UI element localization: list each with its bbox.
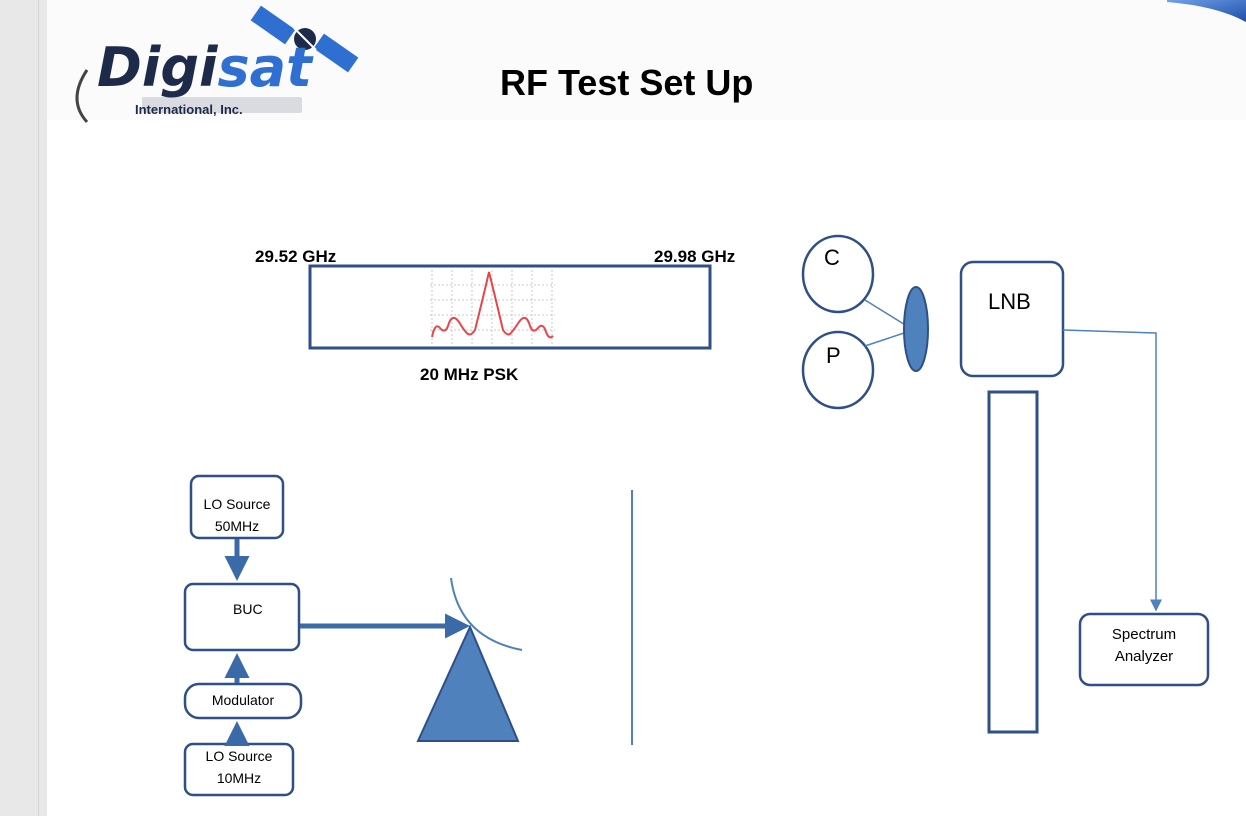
- satellite-icon: [250, 5, 359, 73]
- modulator-box: [183, 682, 303, 720]
- antenna-reflector: [450, 577, 523, 651]
- lo-source-top-box: [189, 474, 285, 540]
- spectrum-box: [308, 264, 712, 350]
- logo-sat: sat: [217, 36, 312, 99]
- slide-sorter-panel: [0, 0, 47, 816]
- header-band: [47, 0, 1246, 120]
- probe-p-label: P: [826, 343, 841, 368]
- freq-right-label: 29.98 GHz: [654, 247, 736, 266]
- logo-tagline: International, Inc.: [135, 102, 243, 117]
- buc-label: BUC: [233, 601, 263, 617]
- logo-bar: [142, 97, 302, 113]
- logo-digi: Digi: [97, 36, 218, 99]
- mast-bar: [987, 390, 1039, 734]
- logo-arc: [75, 69, 89, 124]
- buc-box: [183, 582, 301, 652]
- probe-c-circle: [801, 234, 875, 314]
- lnb-box: [959, 260, 1065, 378]
- spectrum-caption: 20 MHz PSK: [420, 365, 519, 384]
- panel-divider: [38, 0, 39, 816]
- spectrum-plot: [430, 270, 555, 345]
- probe-c-label: C: [824, 245, 840, 270]
- slide-canvas: Digisat International, Inc. RF Test Set …: [47, 0, 1246, 816]
- lnb-label: LNB: [988, 289, 1031, 314]
- corner-swoosh: [1167, 0, 1246, 22]
- spectrum-analyzer-box: [1078, 612, 1210, 687]
- lens-ellipse: [903, 286, 929, 372]
- modulator-label: Modulator: [211, 692, 275, 708]
- line-c-to-lens: [864, 299, 908, 327]
- probe-p-circle: [801, 330, 875, 410]
- slide-drawing: [47, 0, 1246, 797]
- antenna-feed-triangle: [416, 624, 520, 742]
- freq-left-label: 29.52 GHz: [255, 247, 337, 266]
- slide-title: RF Test Set Up: [500, 62, 754, 103]
- lnb-to-analyzer-arrow: [1062, 329, 1162, 612]
- logo-wordmark: Digisat: [97, 38, 312, 98]
- line-p-to-lens: [864, 331, 908, 347]
